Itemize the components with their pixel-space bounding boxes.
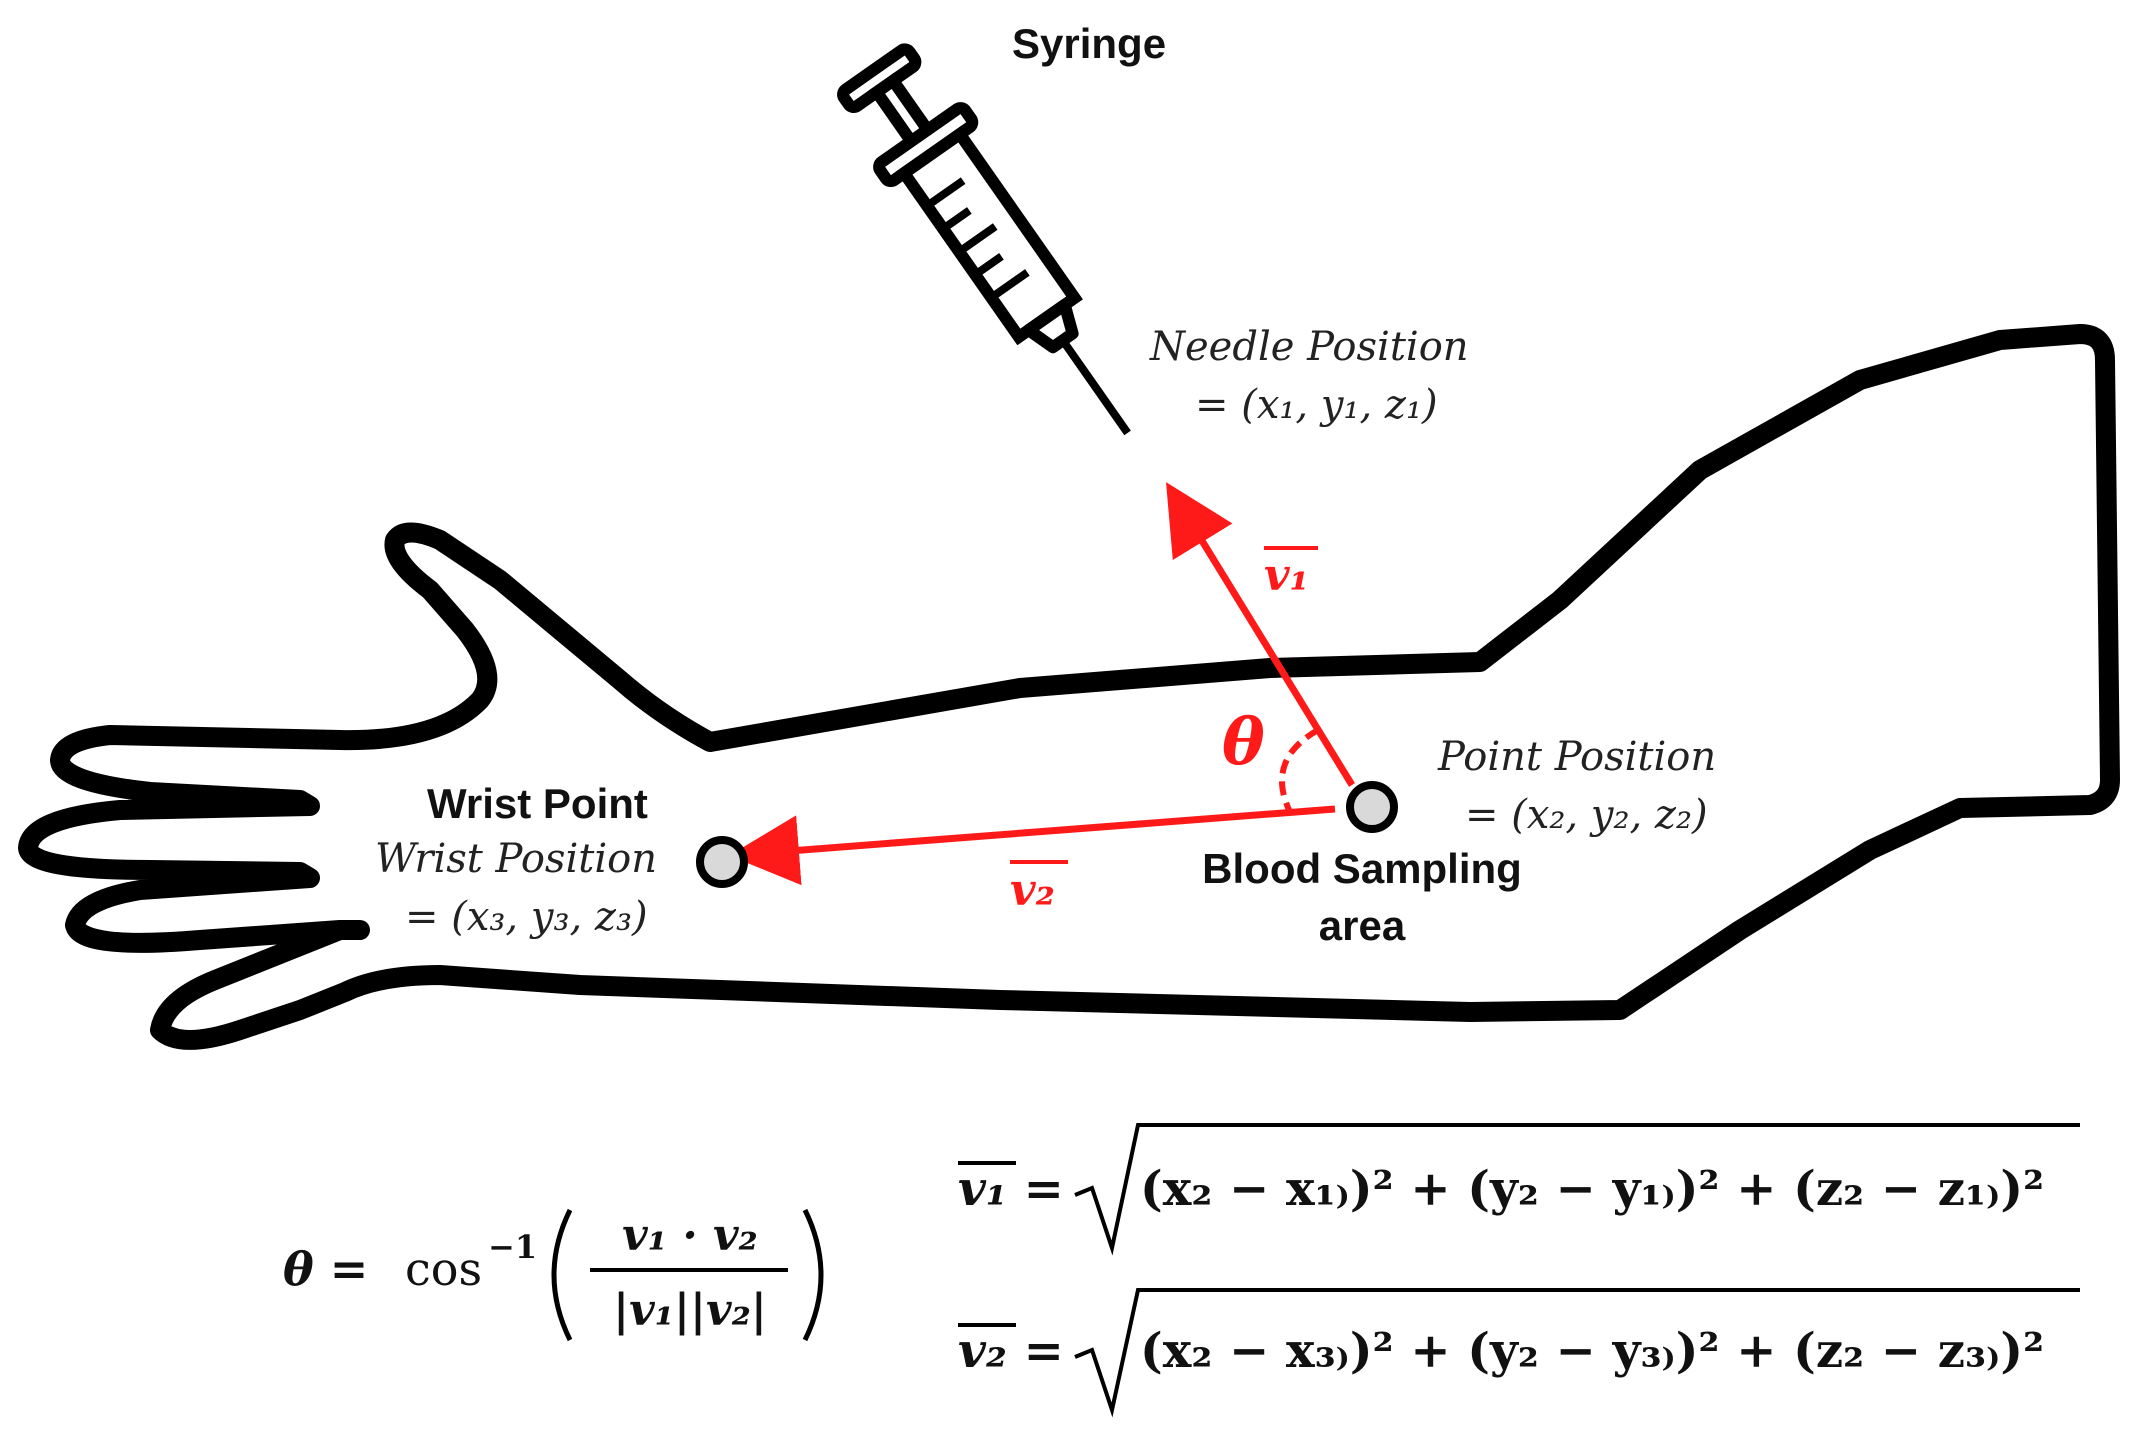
point-position-label: Point Position [1437,734,1716,780]
wrist-position-label: Wrist Position [375,836,657,882]
v2-label: v₂ [1010,865,1055,916]
blood-sampling-point-marker [1346,781,1398,833]
theta-formula-exponent: −1 [488,1228,537,1266]
needle-position-label: Needle Position [1149,324,1469,370]
v1-label: v₁ [1264,550,1309,601]
wrist-point-label: Wrist Point [427,780,648,827]
theta-angle-arc [1279,727,1320,814]
theta-formula-cos: cos [405,1242,482,1296]
v1-formula-sqrt [1074,1123,2080,1256]
needle-position-coords: = (x₁, y₁, z₁) [1195,382,1438,428]
syringe-label: Syringe [1012,20,1166,67]
theta-formula-right-paren [802,1208,824,1342]
vector-v2-arrow [729,805,1336,886]
theta-formula-denominator: |v₁||v₂| [613,1285,767,1336]
blood-sampling-label: Blood Sampling [1202,845,1522,892]
v1-formula-lhs: v₁ = [958,1161,1064,1217]
v2-formula-sqrt [1074,1288,2080,1418]
theta-formula-numerator: v₁ · v₂ [622,1210,758,1261]
theta-formula-left-paren [551,1208,573,1342]
v2-formula-lhs: v₂ = [958,1323,1064,1379]
arm-outline [18,324,2120,1050]
point-position-coords: = (x₂, y₂, z₂) [1465,792,1708,838]
theta-label: θ [1222,705,1265,780]
wrist-position-coords: = (x₃, y₃, z₃) [405,894,648,940]
syringe-icon [837,43,1131,436]
wrist-point-marker [696,836,748,888]
vector-v1-arrow [1166,482,1355,787]
blood-sampling-label-area: area [1319,902,1406,949]
v2-formula-body: (x₂ − x₃₎)² + (y₂ − y₃₎)² + (z₂ − z₃₎)² [1140,1323,2044,1379]
v1-formula-body: (x₂ − x₁₎)² + (y₂ − y₁₎)² + (z₂ − z₁₎)² [1140,1161,2044,1217]
theta-formula-lhs: θ = [283,1242,368,1296]
